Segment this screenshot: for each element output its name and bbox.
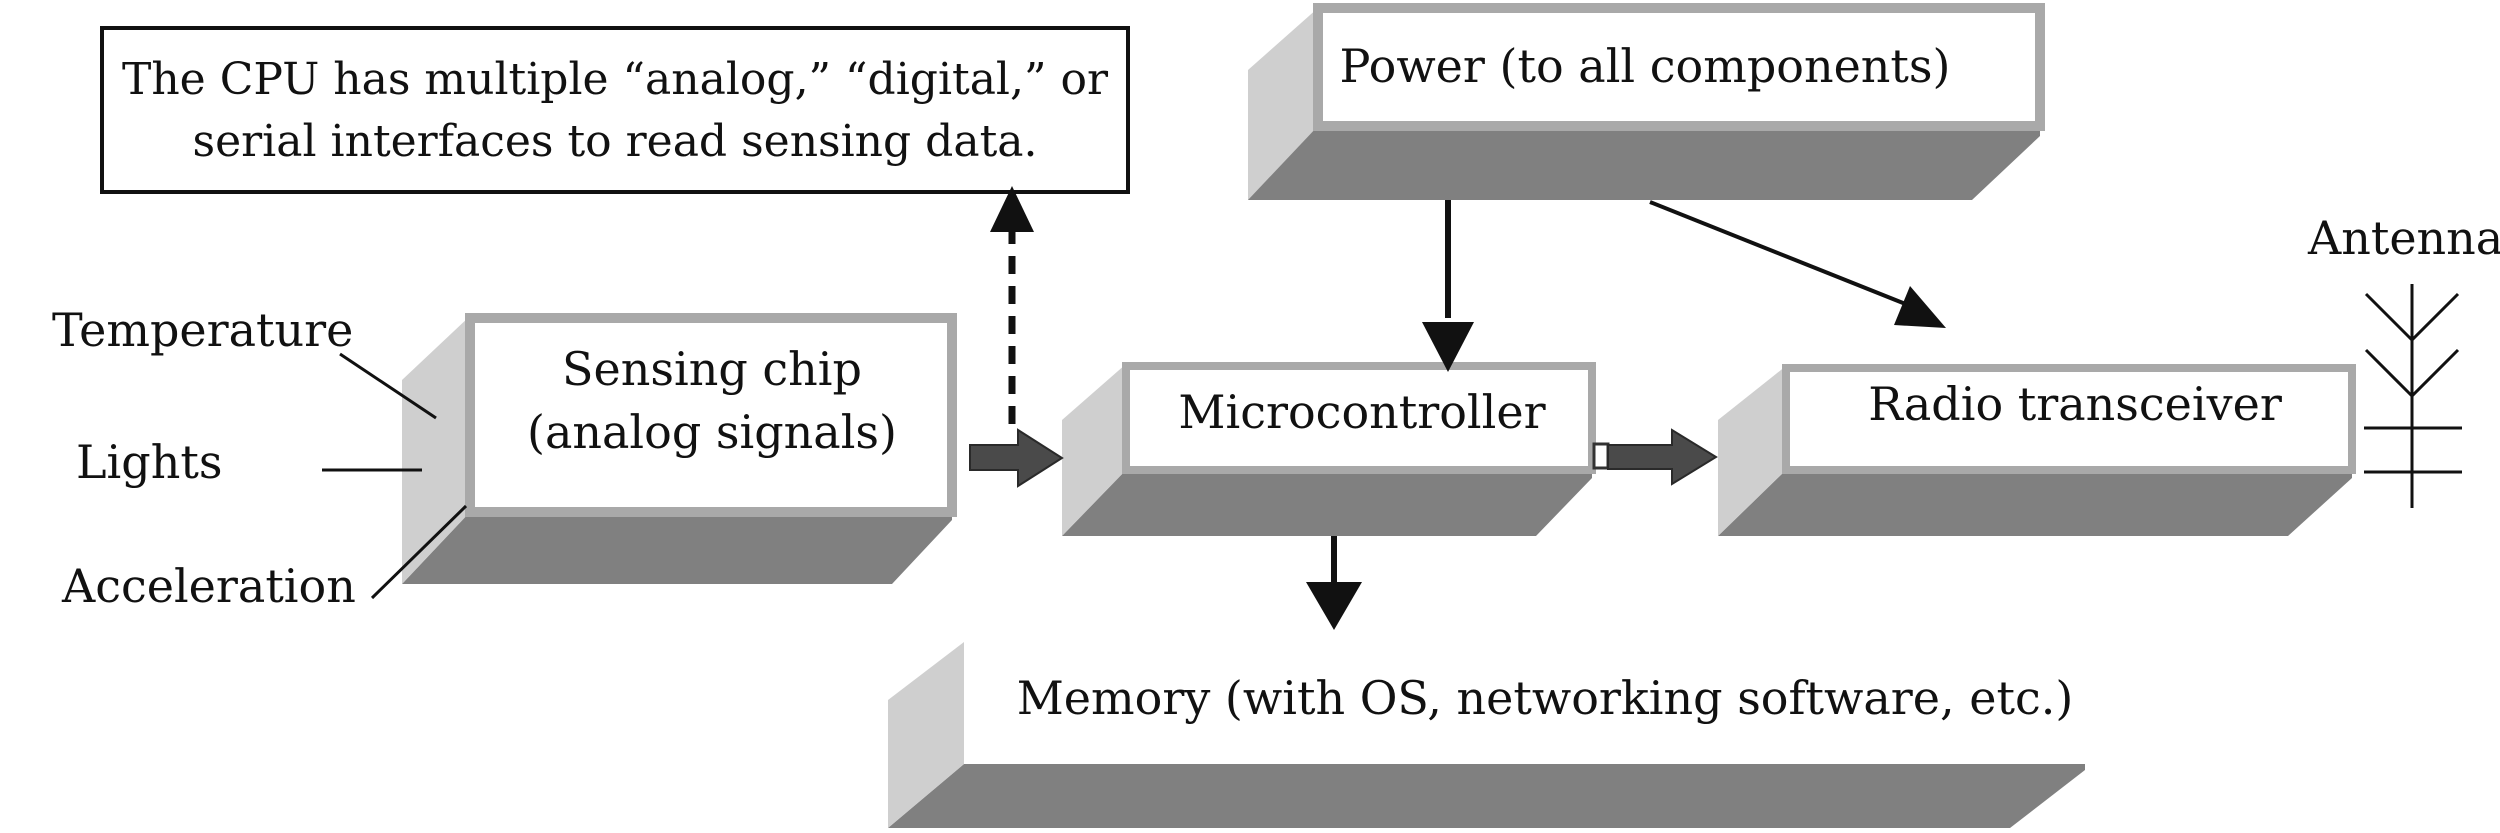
acceleration-line xyxy=(370,504,468,600)
power-block-side xyxy=(1248,8,1318,200)
radio-transceiver-base xyxy=(1718,470,2352,536)
memory-block: Memory (with OS, networking software, et… xyxy=(888,642,2085,828)
power-to-micro-head xyxy=(1422,322,1474,372)
antenna: Antenna xyxy=(2307,211,2500,508)
power-block-label: Power (to all components) xyxy=(1340,39,1951,93)
sensing-chip-face xyxy=(465,313,957,517)
power-to-radio-head xyxy=(1894,286,1946,328)
micro-to-memory-head xyxy=(1306,582,1362,630)
microcontroller-block: Microcontroller xyxy=(1062,362,1596,536)
microcontroller-base xyxy=(1062,470,1592,536)
sensing-chip-line-1: Sensing chip xyxy=(562,342,862,396)
radio-transceiver-block: Radio transceiver xyxy=(1718,364,2356,536)
input-label-lights: Lights xyxy=(76,435,222,489)
antenna-icon xyxy=(2364,284,2462,508)
input-label-temperature: Temperature xyxy=(52,303,353,357)
radio-transceiver-face xyxy=(1782,364,2356,474)
power-block-face xyxy=(1313,3,2045,131)
microcontroller-face xyxy=(1122,362,1596,474)
memory-label: Memory (with OS, networking software, et… xyxy=(1017,671,2074,725)
radio-transceiver-label: Radio transceiver xyxy=(1868,377,2282,431)
antenna-label: Antenna xyxy=(2307,211,2500,265)
sensing-chip-block: Sensing chip (analog signals) xyxy=(402,313,957,584)
memory-side xyxy=(888,642,964,828)
input-label-acceleration: Acceleration xyxy=(61,559,356,613)
sensing-chip-line-2: (analog signals) xyxy=(527,405,897,459)
sensor-inputs: Temperature Lights Acceleration xyxy=(52,303,468,613)
microcontroller-side xyxy=(1062,364,1126,536)
micro-to-radio-connector-stub xyxy=(1592,442,1610,470)
microcontroller-label: Microcontroller xyxy=(1178,385,1545,439)
power-block: Power (to all components) xyxy=(1248,3,2045,200)
sensing-chip-base xyxy=(402,512,952,584)
chip-to-micro-fat-arrow xyxy=(969,428,1064,488)
dashed-arrow-head xyxy=(990,186,1034,232)
memory-face xyxy=(964,644,2085,764)
connectors xyxy=(969,186,1946,630)
cpu-interfaces-note: The CPU has multiple “analog,” “digital,… xyxy=(100,26,1130,194)
note-frame xyxy=(100,26,1130,194)
power-block-base xyxy=(1248,126,2040,200)
temperature-line xyxy=(339,352,437,420)
memory-base xyxy=(888,764,2085,828)
power-to-radio-shaft xyxy=(1649,200,1909,307)
micro-to-radio-fat-arrow xyxy=(1607,428,1718,486)
radio-transceiver-side xyxy=(1718,366,1786,536)
note-line-2: serial interfaces to read sensing data. xyxy=(193,116,1038,167)
note-line-1: The CPU has multiple “analog,” “digital,… xyxy=(122,54,1109,105)
